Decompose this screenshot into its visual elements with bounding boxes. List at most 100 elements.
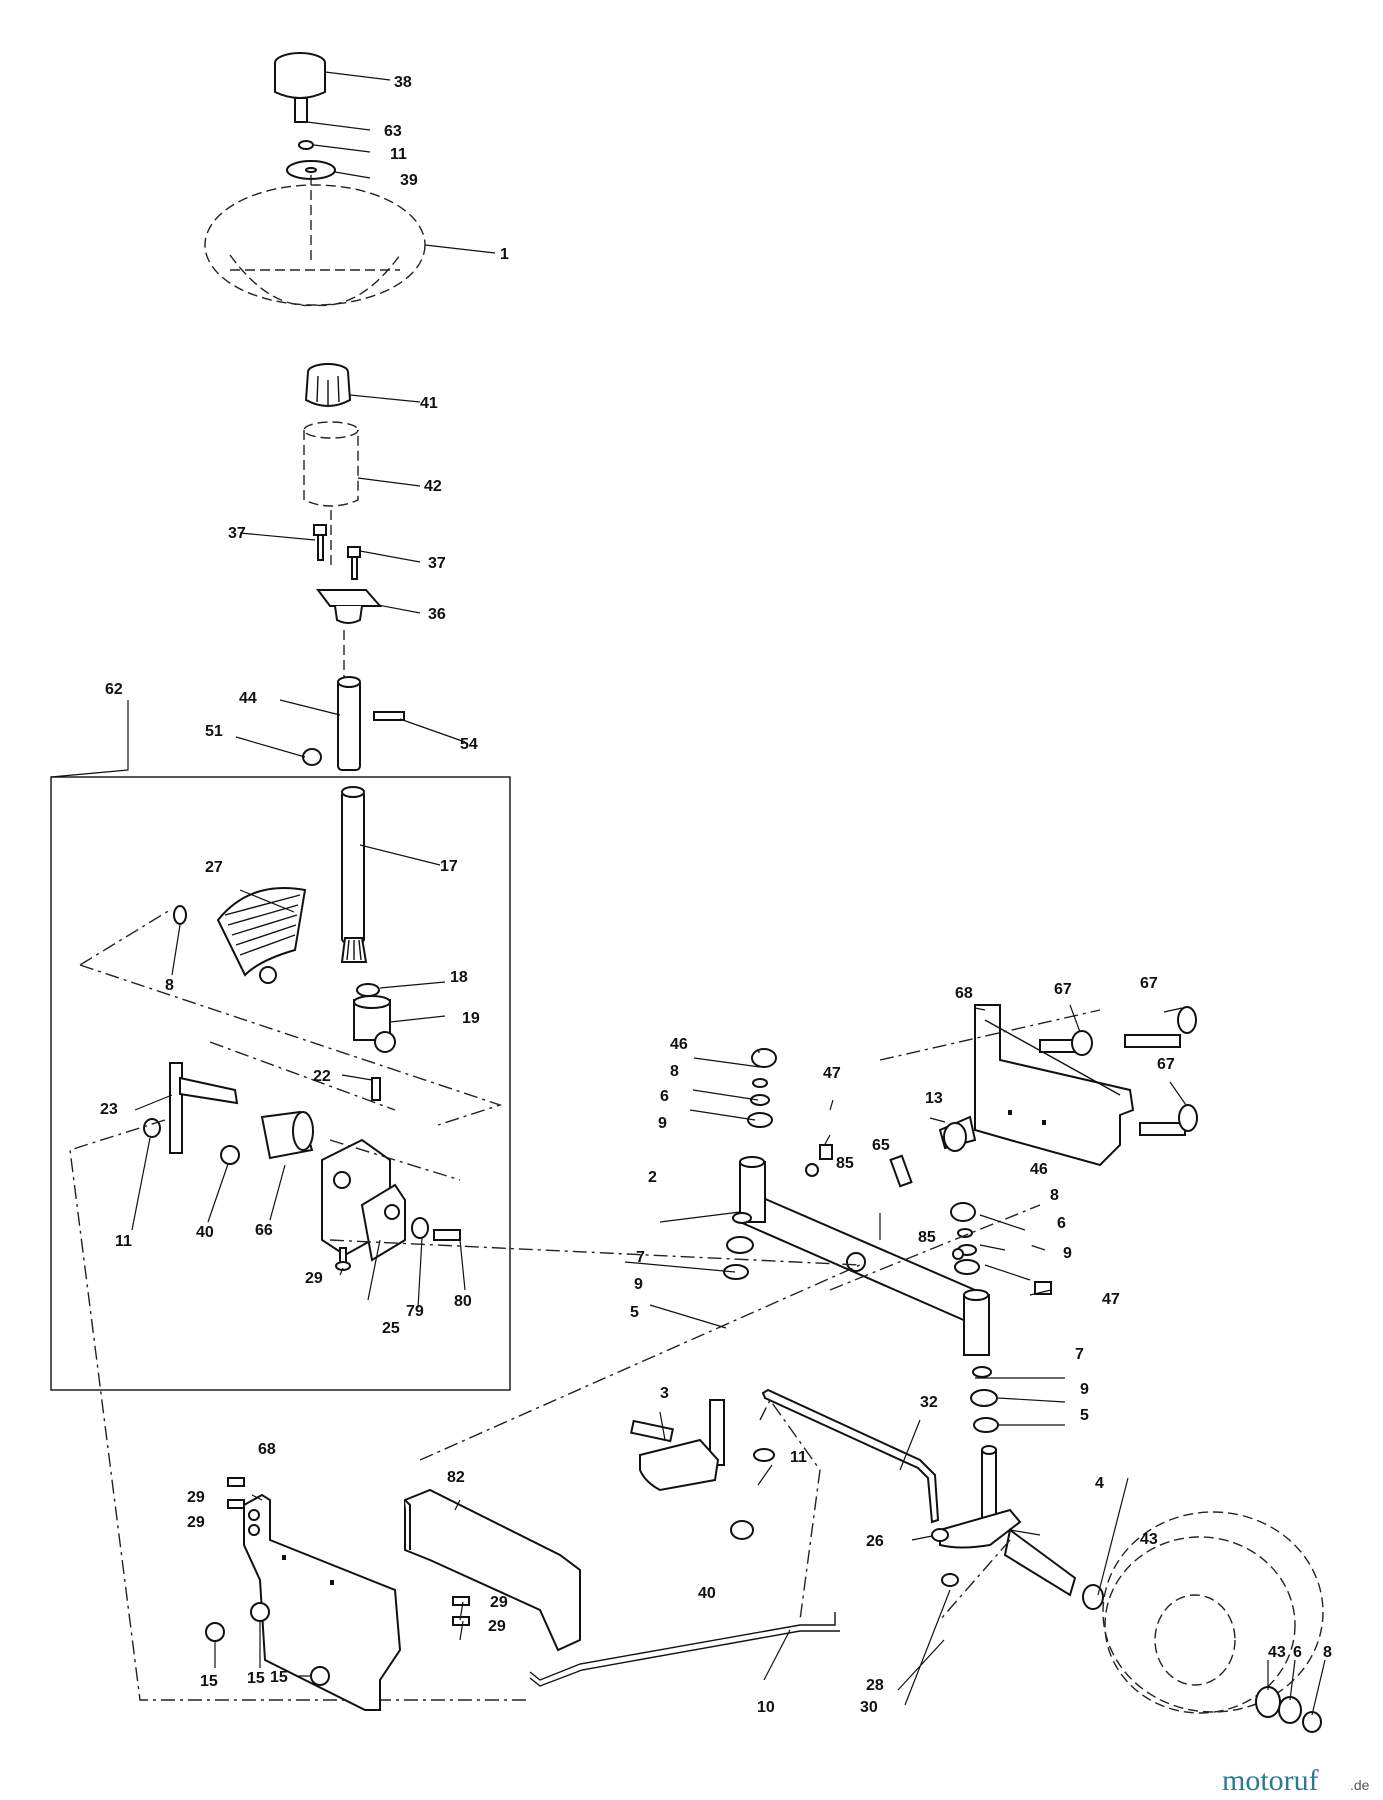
- callout-51: 51: [205, 723, 223, 740]
- pivot-shaft: [169, 1062, 239, 1154]
- center-mount-bracket: [404, 1488, 581, 1652]
- callout-5-right: 5: [1080, 1407, 1089, 1424]
- callout-67-a: 67: [1054, 981, 1072, 998]
- callout-29-center-a: 29: [490, 1594, 508, 1611]
- callout-26: 26: [866, 1533, 884, 1550]
- pin-65: [889, 1154, 913, 1188]
- callout-43-bottom: 43: [1268, 1644, 1286, 1661]
- callout-6-bottom: 6: [1293, 1644, 1302, 1661]
- steering-column-bearing: [316, 589, 383, 624]
- callout-25: 25: [382, 1320, 400, 1337]
- callout-1: 1: [500, 246, 509, 263]
- axle-hardware-left: [723, 1048, 833, 1280]
- bolt-80: [433, 1229, 461, 1241]
- spacer-66: [260, 1110, 314, 1160]
- callout-17: 17: [440, 858, 458, 875]
- callout-7-right: 7: [1075, 1346, 1084, 1363]
- callout-7-left: 7: [636, 1249, 645, 1266]
- callout-40-spindle: 40: [698, 1585, 716, 1602]
- steering-wheel: [204, 175, 426, 307]
- callout-8-right: 8: [1050, 1187, 1059, 1204]
- axle-hardware-right: [950, 1202, 1052, 1433]
- grease-fitting: [371, 1077, 381, 1101]
- callout-68-left: 68: [258, 1441, 276, 1458]
- callout-43-top: 43: [1140, 1531, 1158, 1548]
- steering-block: [353, 995, 396, 1053]
- callout-18: 18: [450, 969, 468, 986]
- steering-shaft-17: [341, 786, 365, 943]
- callout-29-left-a: 29: [187, 1489, 205, 1506]
- callout-42: 42: [424, 478, 442, 495]
- washer-28: [941, 1573, 959, 1587]
- callout-80: 80: [454, 1293, 472, 1310]
- bushing-13: [938, 1115, 977, 1152]
- callout-67-b: 67: [1140, 975, 1158, 992]
- bolt-67a: [1039, 1030, 1093, 1056]
- callout-3: 3: [660, 1385, 669, 1402]
- hex-nut-15b: [250, 1602, 270, 1622]
- callout-54: 54: [460, 736, 478, 753]
- callout-11-spindle: 11: [790, 1449, 807, 1466]
- washer-26: [931, 1528, 949, 1542]
- watermark: motoruf .de: [1222, 1764, 1370, 1797]
- steering-bellows: [303, 421, 359, 507]
- callout-40-gearbox: 40: [196, 1224, 214, 1241]
- spindle-right: [939, 1445, 1077, 1597]
- callout-85-mid: 85: [918, 1229, 936, 1246]
- hex-nut-40b: [730, 1520, 754, 1540]
- steering-adapter: [304, 363, 352, 407]
- callout-67-c: 67: [1157, 1056, 1175, 1073]
- callout-15-b: 15: [247, 1670, 265, 1687]
- callout-63: 63: [384, 123, 402, 140]
- callout-37-right: 37: [428, 555, 446, 572]
- callout-46-left: 46: [670, 1036, 688, 1053]
- bolt-29-gearbox: [335, 1247, 351, 1271]
- tie-rod: [529, 1612, 840, 1687]
- drag-link: [761, 1388, 940, 1524]
- callout-39: 39: [400, 172, 418, 189]
- watermark-text: motoruf: [1222, 1764, 1319, 1797]
- alignment-lines-gearbox: [69, 909, 530, 1701]
- callout-11-top: 11: [390, 146, 407, 163]
- washer-18: [356, 983, 380, 997]
- callout-15-c: 15: [270, 1669, 288, 1686]
- callout-36: 36: [428, 606, 446, 623]
- hex-nut-15c: [310, 1666, 330, 1686]
- gearbox-mount-bracket: [321, 1138, 406, 1262]
- callout-11-gearbox: 11: [115, 1233, 132, 1250]
- callout-29-center-b: 29: [488, 1618, 506, 1635]
- pinion-gear: [340, 937, 368, 963]
- lock-washer: [298, 140, 314, 150]
- callout-6-right: 6: [1057, 1215, 1066, 1232]
- washer-6c: [1278, 1696, 1302, 1724]
- front-axle: [739, 1156, 990, 1356]
- callout-27: 27: [205, 859, 223, 876]
- callout-79: 79: [406, 1303, 424, 1320]
- callout-46-right: 46: [1030, 1161, 1048, 1178]
- washer-43b: [1255, 1686, 1281, 1718]
- callout-labels: 38 63 11 39 1 41 42 37 37 36 62 44 51 54…: [100, 74, 1332, 1716]
- callout-47-top: 47: [823, 1065, 841, 1082]
- bolt-67c: [1139, 1104, 1198, 1136]
- callout-41: 41: [420, 395, 438, 412]
- callout-38: 38: [394, 74, 412, 91]
- watermark-suffix: .de: [1350, 1777, 1370, 1793]
- callout-66: 66: [255, 1222, 273, 1239]
- callout-9-left-bottom: 9: [634, 1276, 643, 1293]
- callout-19: 19: [462, 1010, 480, 1027]
- callout-28: 28: [866, 1677, 884, 1694]
- callout-44: 44: [239, 690, 257, 707]
- mounting-bolt-right: [347, 546, 361, 580]
- callout-65: 65: [872, 1137, 890, 1154]
- callout-13: 13: [925, 1090, 943, 1107]
- roll-pin: [373, 711, 405, 721]
- callout-22: 22: [313, 1068, 331, 1085]
- callout-4: 4: [1095, 1475, 1104, 1492]
- left-mount-bracket: [243, 1493, 402, 1711]
- callout-9-left-top: 9: [658, 1115, 667, 1132]
- alignment-lines-main: [329, 1009, 1101, 1621]
- leader-lines: [50, 71, 1326, 1716]
- callout-2: 2: [648, 1169, 657, 1186]
- callout-85-top: 85: [836, 1155, 854, 1172]
